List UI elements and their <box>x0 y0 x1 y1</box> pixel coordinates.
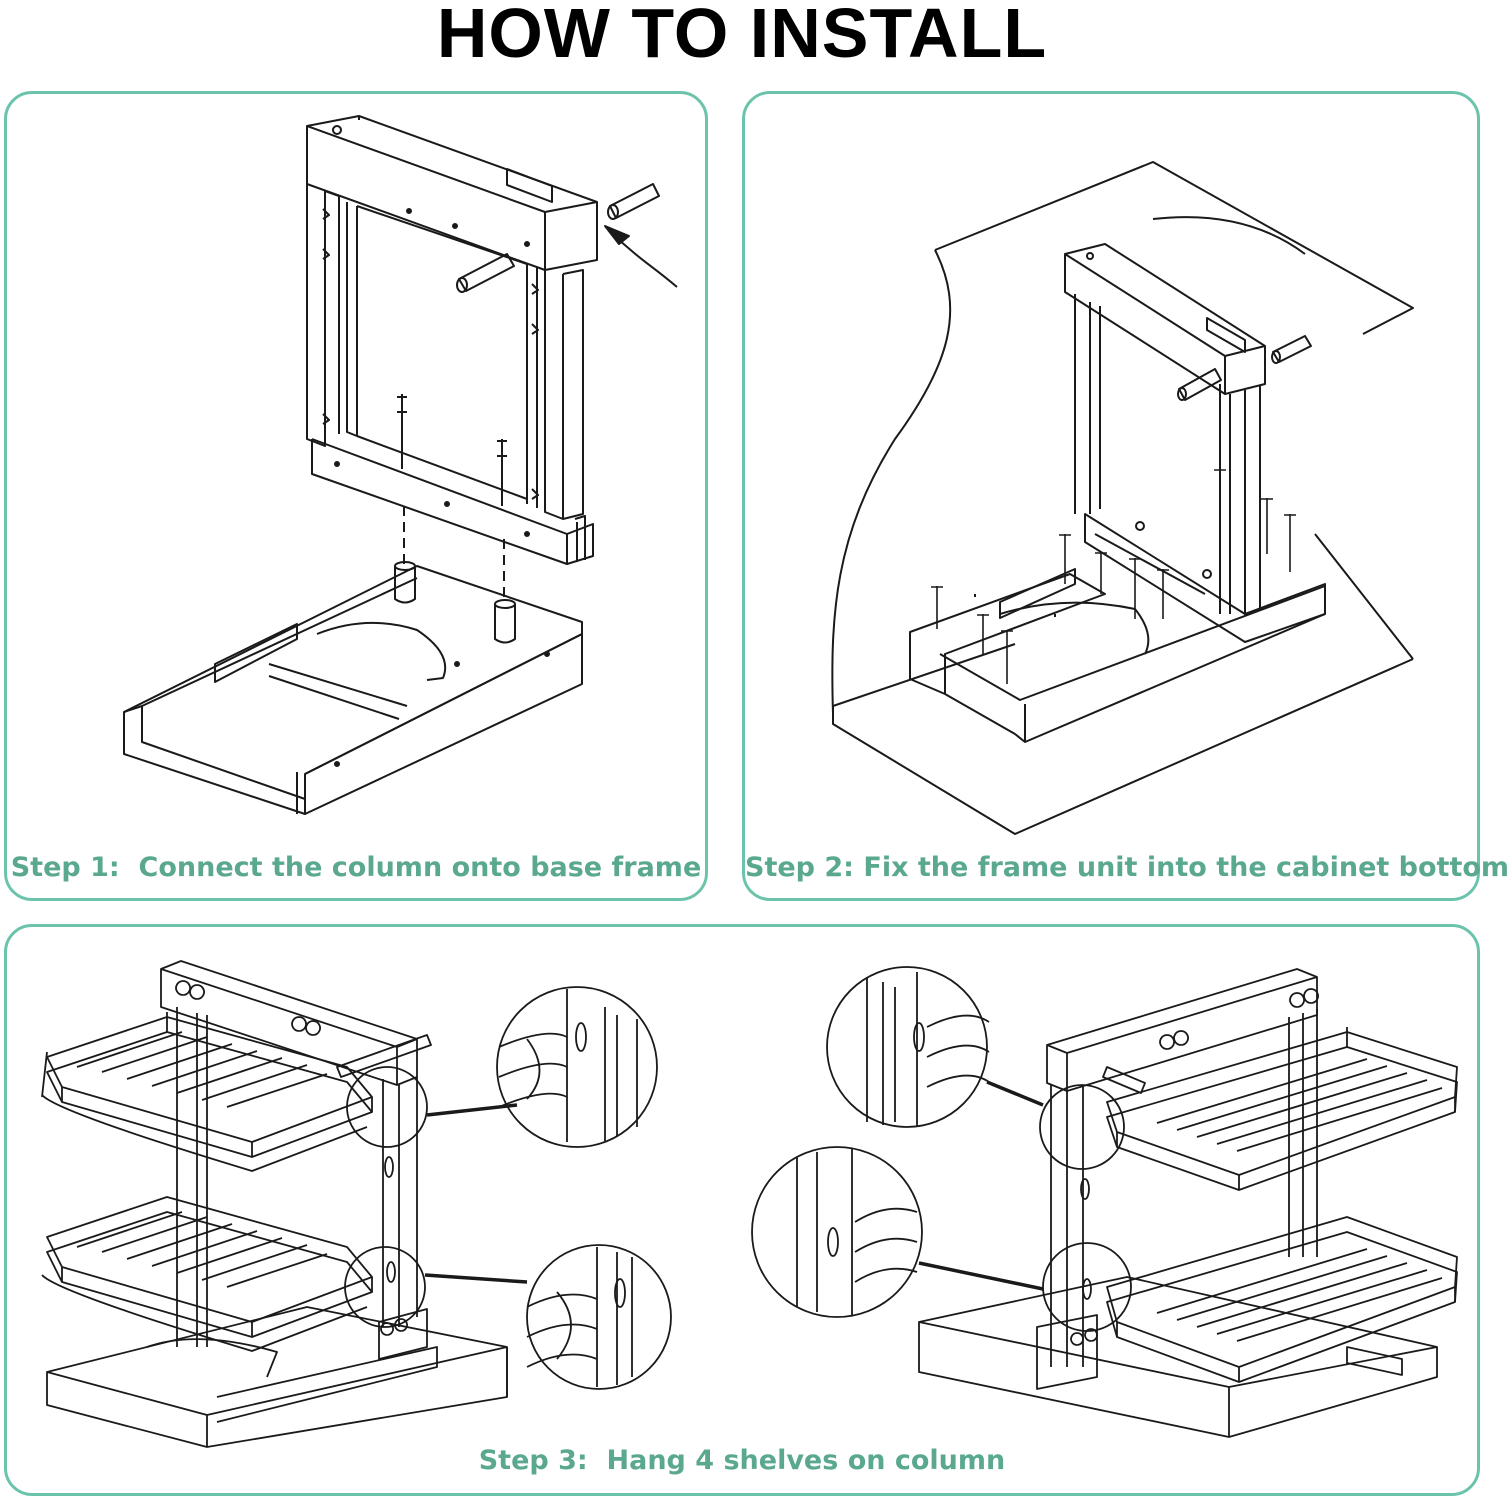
cabinet-install-illustration <box>745 94 1483 844</box>
step-3-caption: Step 3: Hang 4 shelves on column <box>478 1445 1006 1476</box>
right-unit <box>752 967 1457 1437</box>
step-3-panel: Step 3: Hang 4 shelves on column <box>4 924 1480 1496</box>
step-2-caption: Step 2: Fix the frame unit into the cabi… <box>745 852 1509 883</box>
step-1-caption: Step 1: Connect the column onto base fra… <box>10 852 702 883</box>
step-1-panel: Step 1: Connect the column onto base fra… <box>4 91 708 901</box>
shelves-hanging-illustration <box>7 927 1483 1437</box>
page-title: HOW TO INSTALL <box>436 0 1048 72</box>
left-unit <box>42 961 671 1447</box>
column-base-frame-illustration <box>7 94 711 844</box>
step-2-panel: Step 2: Fix the frame unit into the cabi… <box>742 91 1509 901</box>
